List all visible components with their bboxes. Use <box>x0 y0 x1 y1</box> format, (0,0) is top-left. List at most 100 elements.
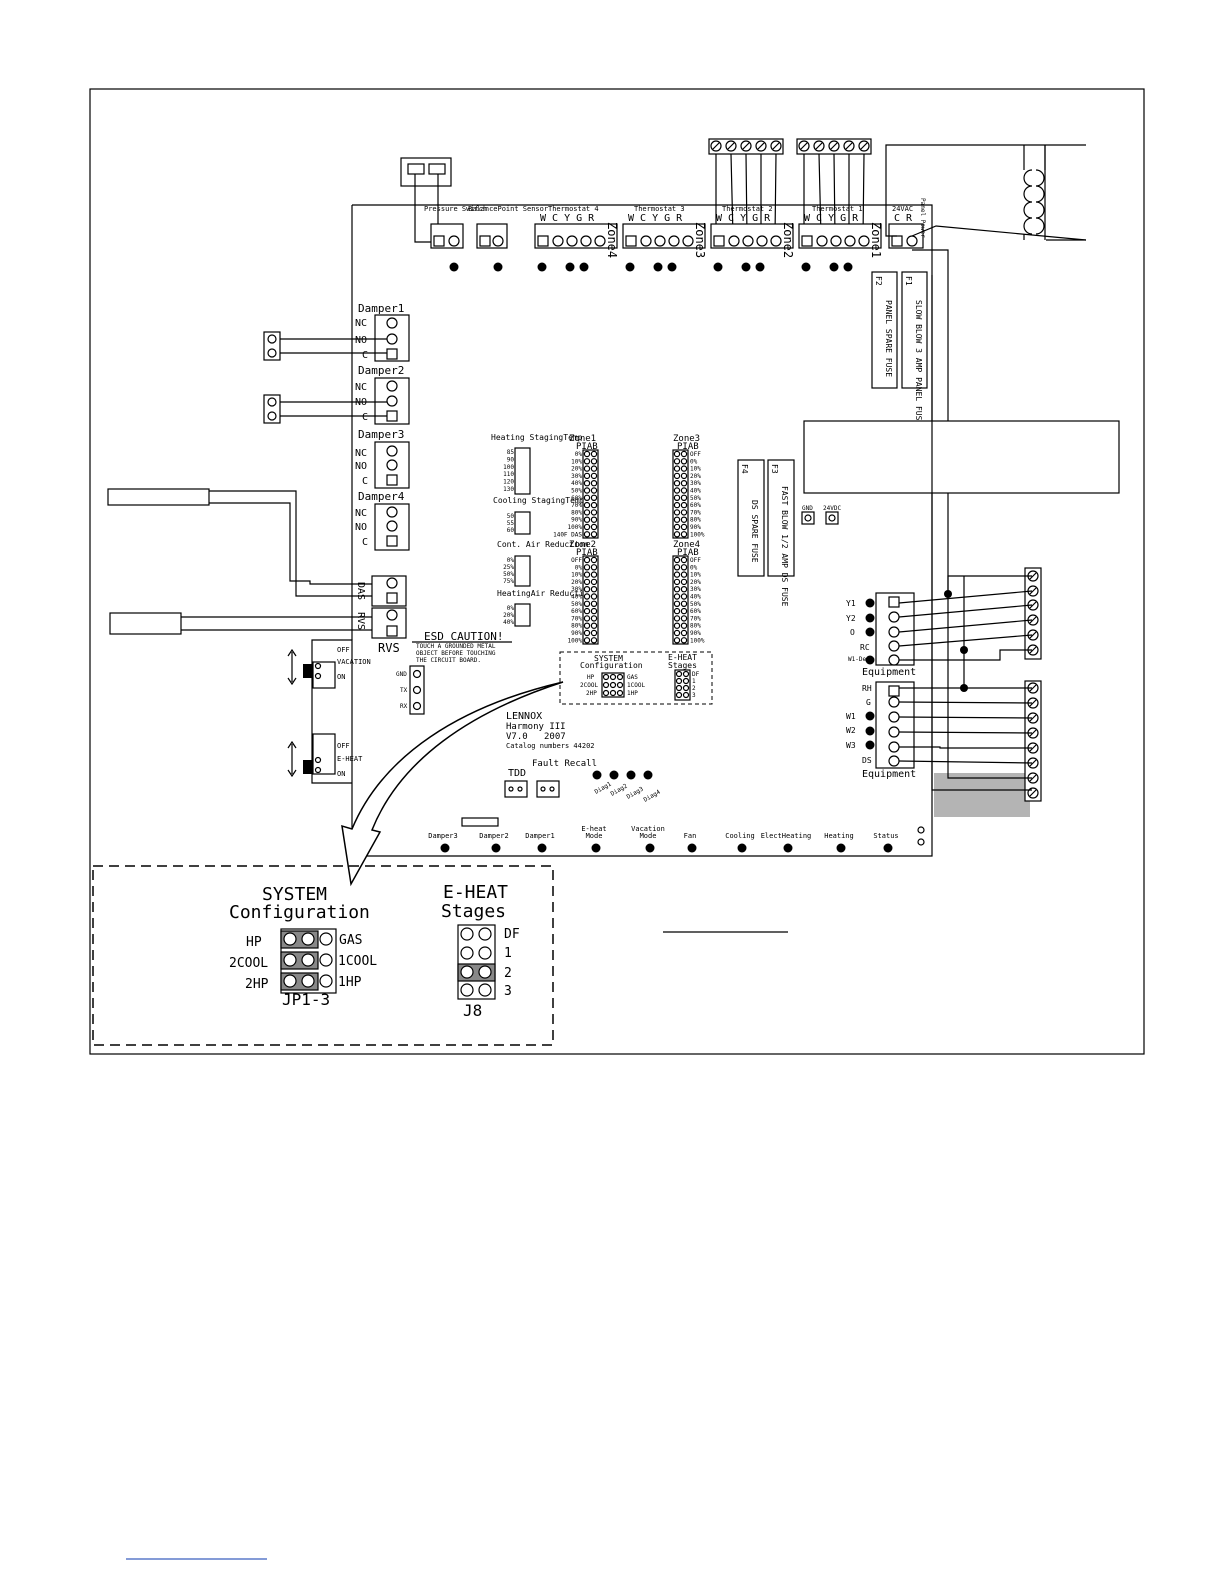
esd-line3: THE CIRCUIT BOARD. <box>416 657 481 664</box>
damper1-nc: NC <box>355 318 367 329</box>
piab-pin <box>673 578 681 586</box>
piab-pin <box>583 586 591 593</box>
piab-pin <box>583 607 591 615</box>
piab-pin <box>583 458 591 465</box>
thermostat-1-terminal: Thermostat 1 W C Y G R Zone1 <box>796 138 883 272</box>
damper3-label: Damper3 <box>358 428 404 441</box>
comm-gnd: GND <box>396 671 407 678</box>
detail-jp1-3: JP1-3 <box>282 990 330 1009</box>
piab-pin <box>673 586 681 593</box>
piab-pin <box>590 480 598 487</box>
zone3-piab: Zone3 PIAB OFF0%10%20%30%40%50%60%70%80%… <box>672 434 705 539</box>
zone3-piab-zone: Zone3 <box>673 434 700 444</box>
piab-value: 90% <box>571 517 582 524</box>
piab-pin <box>590 615 598 622</box>
zone2-label: Zone2 <box>781 222 795 258</box>
piab-pin <box>583 556 591 564</box>
piab-value: 0% <box>690 564 698 571</box>
diag4-label: Diag4 <box>643 788 662 803</box>
piab-value: 80% <box>571 623 582 630</box>
eheat-switch[interactable]: OFF E-HEAT ON <box>287 733 363 778</box>
piab-pin <box>590 523 598 531</box>
small-stage-3: 3 <box>692 692 696 699</box>
gray-shade <box>934 773 1030 817</box>
piab-pin <box>590 509 598 516</box>
status-led <box>883 843 893 853</box>
das-label: DAS <box>355 582 366 600</box>
led-label: Damper1 <box>525 832 555 840</box>
pressure-switch-label: Pressure Switch <box>424 205 487 213</box>
piab-pin <box>673 615 681 622</box>
piab-value: 140F DAS <box>553 531 582 538</box>
zone2-piab-zone: Zone2 <box>569 540 596 550</box>
piab-value: 50% <box>690 495 701 502</box>
fault-recall-button[interactable]: Fault Recall <box>532 759 597 798</box>
vacation-label: VACATION <box>337 658 371 666</box>
detail-2cool: 2COOL <box>229 956 268 971</box>
f1-text: SLOW BLOW 3 AMP PANEL FUSE <box>914 300 923 425</box>
piab-value: 80% <box>690 517 701 524</box>
jumper-value: 85 <box>507 449 515 456</box>
gnd-label: GND <box>802 505 813 512</box>
piab-pin <box>590 600 598 608</box>
piab-pin <box>680 480 688 487</box>
esd-title: ESD CAUTION! <box>424 630 503 643</box>
comm-port: GND TX RX <box>396 665 425 715</box>
pressure-switch-connector: Pressure Switch <box>400 157 487 272</box>
piab-pin <box>583 516 591 523</box>
eq-w1: W1 <box>846 712 856 721</box>
brand-name: LENNOX <box>506 711 542 722</box>
piab-pin <box>680 564 688 571</box>
thermostat-4-wcygr: W C Y G R <box>540 213 595 224</box>
piab-pin <box>590 501 598 509</box>
led-label: Status <box>873 832 898 840</box>
fuse-f2: F2 PANEL SPARE FUSE <box>871 271 898 389</box>
piab-value: 50% <box>690 601 701 608</box>
piab-value: 90% <box>690 630 701 637</box>
detail-arrow <box>341 681 564 887</box>
damper4-no: NO <box>355 522 367 533</box>
piab-pin <box>673 556 681 564</box>
detail-eheat: E-HEAT <box>443 882 508 903</box>
jumper-value: 75% <box>503 578 514 585</box>
balance-point-label: BalancePoint Sensor <box>468 205 548 213</box>
thermostat-3-label: Thermostat 3 <box>634 205 685 213</box>
balance-point-sensor: BalancePoint Sensor <box>468 205 548 272</box>
fuse-f3: F3 FAST BLOW 1/2 AMP DS FUSE <box>767 459 795 607</box>
piab-value: 20% <box>571 579 582 586</box>
piab-pin <box>673 480 681 487</box>
v24ac-label: 24VAC <box>892 205 913 213</box>
rvs-label: RVS <box>355 612 366 630</box>
eq-w2: W2 <box>846 726 856 735</box>
damper1-no: NO <box>355 335 367 346</box>
brand-catalog: Catalog numbers 44202 <box>506 742 595 750</box>
vacation-switch[interactable]: OFF VACATION ON <box>287 646 371 689</box>
fuse-f4: F4 DS SPARE FUSE <box>737 459 765 577</box>
heating-staging-label: Heating StagingTemp <box>491 433 583 442</box>
piab-value: OFF <box>571 557 582 564</box>
eq-w3: W3 <box>846 741 856 750</box>
piab-value: 90% <box>571 630 582 637</box>
piab-pin <box>590 487 598 494</box>
comm-rx: RX <box>400 703 408 710</box>
piab-pin <box>673 465 681 472</box>
piab-value: 70% <box>690 615 701 622</box>
zone1-piab-zone: Zone1 <box>569 434 596 444</box>
piab-value: 20% <box>690 579 701 586</box>
damper1-label: Damper1 <box>358 302 404 315</box>
piab-pin <box>590 586 598 593</box>
piab-pin <box>673 487 681 494</box>
cont-air-reduction-jumpers: Cont. Air Reduction 0%25%50%75% <box>497 540 589 587</box>
vacation-on: ON <box>337 673 345 681</box>
piab-pin <box>673 516 681 523</box>
piab-pin <box>680 622 688 629</box>
tdd-button[interactable]: TDD <box>504 768 528 798</box>
led-label: Vacation <box>631 825 665 833</box>
jumper-value: 0% <box>507 557 515 564</box>
rvs-label-bottom: RVS <box>378 641 400 655</box>
thermostat-2-label: Thermostat 2 <box>722 205 773 213</box>
piab-pin <box>590 531 598 538</box>
piab-value: 100% <box>690 531 705 538</box>
